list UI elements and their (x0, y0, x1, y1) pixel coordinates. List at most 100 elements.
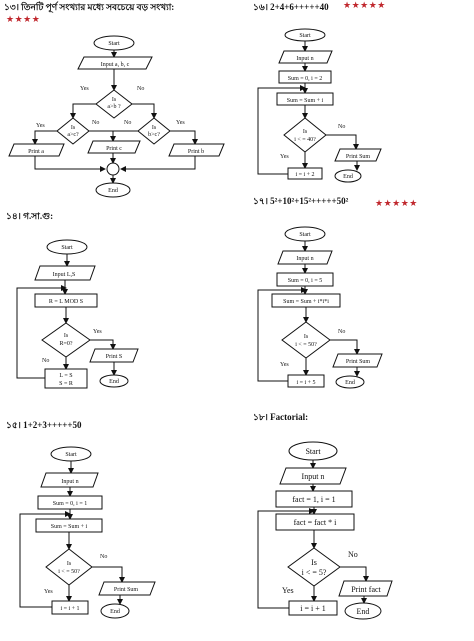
flowchart-18: Start Input n fact = 1, i = 1 fact = fac… (257, 441, 393, 620)
fc16-end-label: End (343, 174, 353, 180)
fc16-print-label: Print Sum (346, 154, 371, 160)
fc13-d1-line1: Is (112, 97, 117, 103)
fc13-input-box (77, 56, 153, 70)
fc14-end-label: End (109, 379, 119, 385)
fc15-init-label: Sum = 0, i = 1 (53, 501, 87, 507)
fc14-print (89, 348, 139, 363)
flowchart-14: Start Input L,S R = L MOD S Is R=0? Yes … (16, 239, 139, 389)
fc17-end-label: End (345, 380, 355, 386)
fc13-decision-2 (56, 117, 90, 145)
fc14-d-line2: R=0? (59, 341, 72, 347)
fc13-start-label: Start (108, 41, 120, 47)
fc18-input-label: Input n (302, 472, 325, 481)
fc18-start-label: Start (305, 447, 321, 456)
flowchart-15: Start Input n Sum = 0, i = 1 Sum = Sum +… (19, 446, 156, 619)
fc16-decision (283, 117, 327, 153)
fc13-print-c (87, 140, 141, 154)
fc14-start-label: Start (61, 245, 73, 251)
fc13-no-1: No (137, 86, 144, 92)
fc16-sum-label: Sum = Sum + i (287, 98, 324, 104)
flowchart-16: Start Input n Sum = 0, i = 2 Sum = Sum +… (257, 28, 382, 183)
fc15-end-label: End (110, 609, 120, 615)
fc16-start-label: Start (299, 33, 311, 39)
header-16-title: 2+4+6+++++40 (270, 2, 329, 12)
fc13-yes-3: Yes (176, 120, 185, 126)
fc14-end-terminal (99, 374, 129, 388)
fc14-yes: Yes (93, 329, 102, 335)
fc13-no-2: No (92, 120, 99, 126)
fc15-input-label: Input n (61, 479, 78, 485)
flowchart-17: Start Input n Sum = 0, i = 5 Sum = Sum +… (257, 226, 383, 389)
header-17-title: 5²+10²+15²+++++50² (270, 196, 349, 206)
fc16-yes: Yes (280, 154, 289, 160)
fc15-sum-label: Sum = Sum + i (51, 524, 88, 530)
fc18-decision (287, 547, 341, 587)
fc13-print-c-label: Print c (106, 146, 122, 152)
header-13-stars: ★★★★ (6, 14, 41, 24)
fc17-init-label: Sum = 0, i = 5 (288, 278, 322, 284)
fc13-print-b-label: Print b (188, 149, 204, 155)
fc18-input-box (279, 467, 347, 485)
fc15-input-box (40, 472, 99, 488)
fc15-decision (45, 548, 93, 586)
header-15-title: 1+2+3+++++50 (23, 420, 82, 430)
fc16-no: No (338, 124, 345, 130)
header-16-stars: ★★★★★ (343, 0, 386, 10)
header-15-number: ১৫। (6, 420, 21, 430)
header-18-title: Factorial: (270, 412, 309, 422)
fc14-input-box (34, 265, 96, 281)
header-13: ১৩। তিনটি পূর্ণ সংখ্যার মধ্যে সবচেয়ে বড… (4, 0, 174, 15)
fc14-swap-line2: S = R (59, 381, 73, 387)
fc18-print-label: Print fact (351, 585, 381, 594)
fc17-input-label: Input n (296, 256, 313, 262)
fc13-d2-line1: Is (71, 125, 76, 131)
fc15-d-line2: i < = 50? (58, 569, 80, 575)
fc13-print-a (8, 143, 65, 157)
fc16-input-box (278, 50, 333, 64)
fc18-d-line2: i < = 5? (302, 568, 327, 577)
fc18-no: No (348, 550, 358, 559)
fc13-print-b (168, 143, 225, 157)
fc15-yes: Yes (44, 589, 53, 595)
fc15-d-line1: Is (67, 561, 72, 567)
fc18-fact-label: fact = fact * i (294, 518, 337, 527)
fc13-connector (106, 162, 120, 176)
fc18-yes: Yes (282, 586, 294, 595)
fc16-end-terminal (334, 169, 362, 183)
fc15-print-label: Print Sum (114, 587, 139, 593)
fc16-init-label: Sum = 0, i = 2 (288, 76, 322, 82)
fc14-assign-label: R = L MOD S (49, 299, 83, 305)
fc13-decision-3 (137, 117, 171, 145)
header-17-stars: ★★★★★ (375, 198, 418, 208)
fc14-d-line1: Is (64, 333, 69, 339)
header-18-number: ১৮। (253, 412, 268, 422)
fc18-init-label: fact = 1, i = 1 (292, 495, 335, 504)
header-13-number: ১৩। (4, 2, 19, 12)
header-15: ১৫। 1+2+3+++++50 (6, 418, 82, 433)
fc13-d2-line2: a>c? (67, 132, 79, 138)
fc17-sum-label: Sum = Sum + i*i*i (283, 299, 329, 305)
fc13-no-3: No (124, 120, 131, 126)
fc13-end-label: End (108, 188, 118, 194)
fc17-end-terminal (335, 375, 365, 389)
fc13-yes-1: Yes (80, 86, 89, 92)
fc18-print (338, 580, 393, 597)
fc14-no: No (42, 358, 49, 364)
fc16-input-label: Input n (296, 56, 313, 62)
header-13-title: তিনটি পূর্ণ সংখ্যার মধ্যে সবচেয়ে বড় সং… (21, 2, 175, 12)
fc13-d1-line2: a>b ? (107, 104, 121, 110)
fc17-inc-label: i = i + 5 (296, 380, 315, 386)
fc17-print (332, 353, 383, 368)
fc17-input-box (277, 250, 333, 265)
fc16-inc-label: i = i + 2 (295, 172, 314, 178)
header-17: ১৭। 5²+10²+15²+++++50² (253, 194, 348, 209)
fc13-decision-1 (95, 89, 133, 119)
fc17-d-line2: i < = 50? (295, 342, 317, 348)
fc18-inc-label: i = i + 1 (300, 604, 325, 613)
fc14-decision (41, 322, 91, 358)
header-14: ১৪। গ.সা.গু: (6, 209, 53, 224)
fc17-print-label: Print Sum (346, 359, 371, 365)
fc15-end-terminal (100, 603, 130, 619)
fc14-print-label: Print S (106, 354, 123, 360)
header-16: ১৬। 2+4+6+++++40 (253, 0, 329, 15)
